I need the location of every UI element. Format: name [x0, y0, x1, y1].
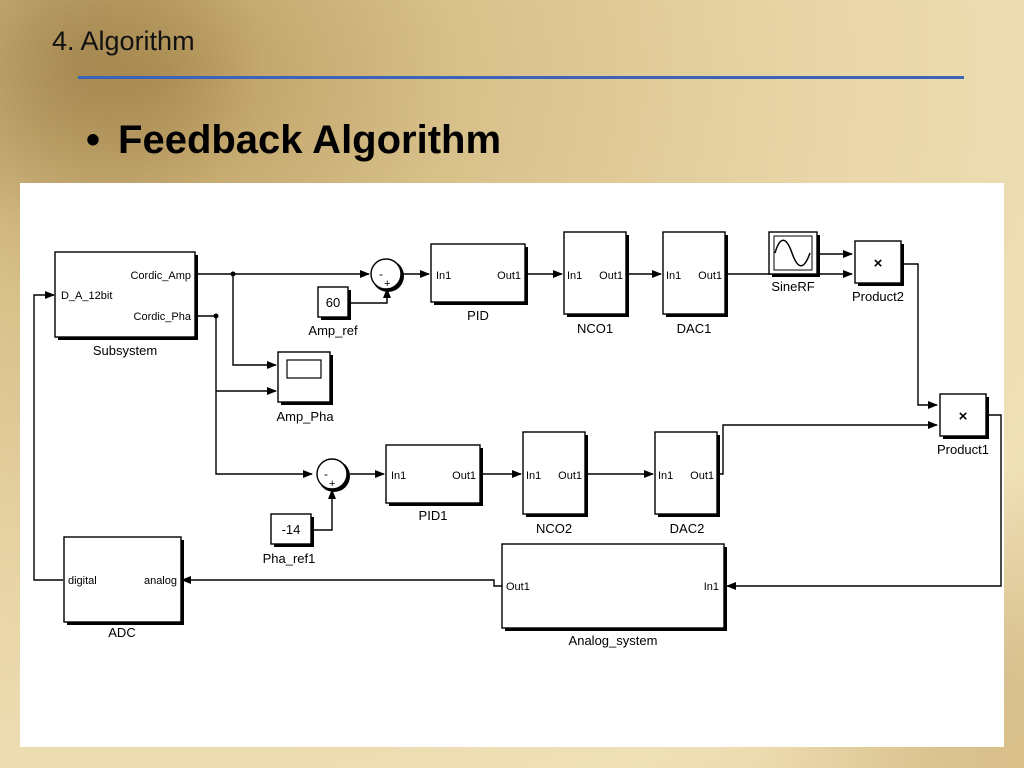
bullet-text: Feedback Algorithm: [118, 118, 502, 162]
bullet-heading: • Feedback Algorithm: [86, 118, 501, 163]
port-cordic-pha: Cordic_Pha: [134, 311, 192, 323]
dac2-block[interactable]: In1 Out1 DAC2: [654, 431, 720, 536]
sum2-minus-sign: -: [324, 467, 328, 481]
nco2-block[interactable]: In1 Out1 NCO2: [522, 431, 588, 536]
sum1-plus-sign: +: [384, 278, 390, 290]
branch-points: [213, 271, 236, 319]
adc-label: ADC: [108, 625, 135, 640]
nco1-block[interactable]: In1 Out1 NCO1: [563, 231, 629, 336]
nco1-label: NCO1: [577, 321, 613, 336]
product2-multiply-icon: ×: [874, 255, 883, 272]
dac1-label: DAC1: [677, 321, 712, 336]
product1-block[interactable]: × Product1: [937, 393, 989, 457]
analog-in-port: In1: [704, 581, 719, 593]
product1-label: Product1: [937, 442, 989, 457]
nco2-label: NCO2: [536, 521, 572, 536]
dac1-in-port: In1: [666, 270, 681, 282]
amp-ref-constant[interactable]: 60 Amp_ref: [308, 286, 358, 338]
pha-ref-constant[interactable]: -14 Pha_ref1: [263, 513, 316, 566]
adc-analog-port: analog: [144, 575, 177, 587]
subsystem-label: Subsystem: [93, 343, 157, 358]
nco2-out-port: Out1: [558, 470, 582, 482]
adc-digital-port: digital: [68, 575, 97, 587]
analog-system-label: Analog_system: [569, 633, 658, 648]
subsystem-block[interactable]: Cordic_Amp Cordic_Pha D_A_12bit Subsyste…: [54, 251, 198, 358]
pid1-in-port: In1: [391, 470, 406, 482]
analog-system-block[interactable]: Out1 In1 Analog_system: [501, 543, 727, 648]
nco1-in-port: In1: [567, 270, 582, 282]
pid-label: PID: [467, 308, 489, 323]
bullet-dot-icon: •: [86, 118, 101, 162]
sine-label: SineRF: [771, 279, 814, 294]
sum-block-1[interactable]: - +: [370, 258, 404, 292]
amp-pha-scope[interactable]: Amp_Pha: [276, 351, 334, 424]
sum-block-2[interactable]: - +: [316, 458, 350, 492]
product2-label: Product2: [852, 289, 904, 304]
sum1-minus-sign: -: [379, 267, 383, 281]
sine-rf-source[interactable]: SineRF: [768, 231, 820, 294]
port-d-a-12bit: D_A_12bit: [61, 290, 112, 302]
dac1-block[interactable]: In1 Out1 DAC1: [662, 231, 728, 336]
amp-ref-label: Amp_ref: [308, 323, 358, 338]
block-diagram: Cordic_Amp Cordic_Pha D_A_12bit Subsyste…: [33, 231, 1002, 648]
pid-in-port: In1: [436, 270, 451, 282]
pha-ref-label: Pha_ref1: [263, 551, 316, 566]
port-cordic-amp: Cordic_Amp: [130, 270, 191, 282]
dac2-label: DAC2: [670, 521, 705, 536]
product1-multiply-icon: ×: [959, 408, 968, 425]
dac2-out-port: Out1: [690, 470, 714, 482]
sum2-plus-sign: +: [329, 478, 335, 490]
scope-screen-icon: [286, 359, 322, 379]
pid1-block[interactable]: In1 Out1 PID1: [385, 444, 483, 523]
dac2-in-port: In1: [658, 470, 673, 482]
pid-out-port: Out1: [497, 270, 521, 282]
scope-label: Amp_Pha: [276, 409, 334, 424]
product2-block[interactable]: × Product2: [852, 240, 904, 304]
sine-wave-icon: [774, 239, 811, 267]
simulink-diagram-panel: Cordic_Amp Cordic_Pha D_A_12bit Subsyste…: [20, 183, 1004, 747]
pid1-label: PID1: [419, 508, 448, 523]
slide-title: 4. Algorithm: [52, 26, 195, 56]
pha-ref-value: -14: [282, 522, 301, 537]
pid1-out-port: Out1: [452, 470, 476, 482]
pid-block[interactable]: In1 Out1 PID: [430, 243, 528, 323]
nco2-in-port: In1: [526, 470, 541, 482]
adc-block[interactable]: digital analog ADC: [63, 536, 184, 640]
dac1-out-port: Out1: [698, 270, 722, 282]
title-underline: [78, 76, 964, 79]
nco1-out-port: Out1: [599, 270, 623, 282]
analog-out-port: Out1: [506, 581, 530, 593]
signal-wires: [33, 250, 1002, 590]
amp-ref-value: 60: [326, 295, 340, 310]
